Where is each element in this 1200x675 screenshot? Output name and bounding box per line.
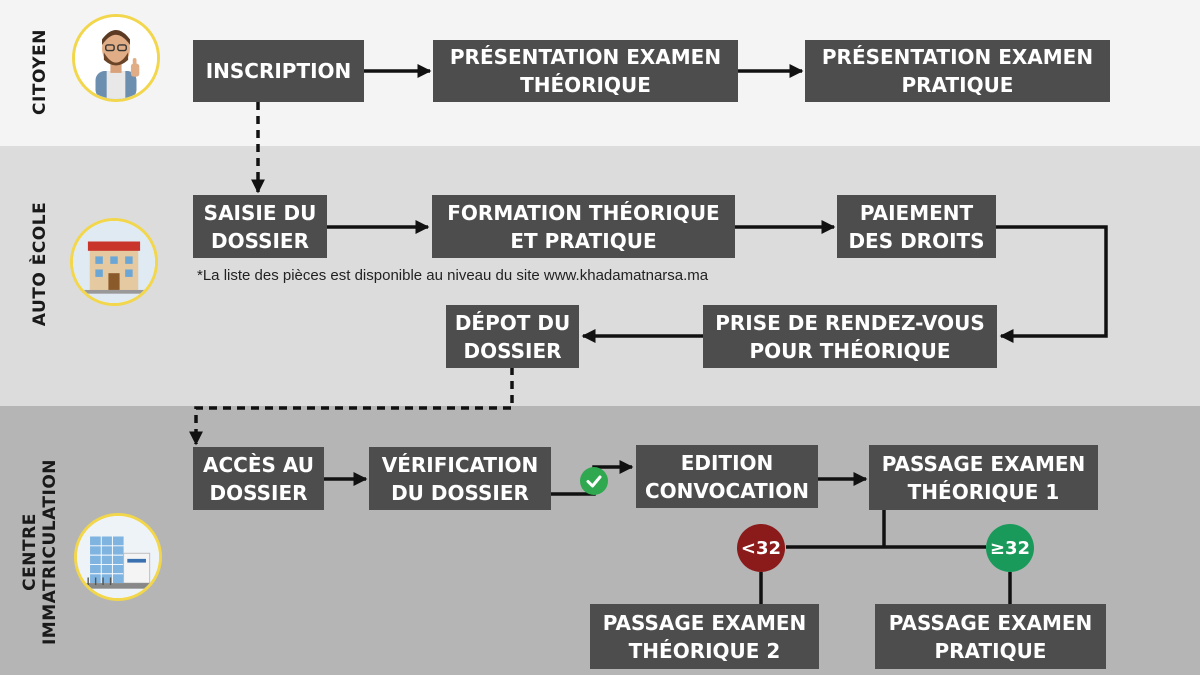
step-passage-theorique-2: PASSAGE EXAMEN THÉORIQUE 2 xyxy=(590,604,819,669)
step-acces-dossier: ACCÈS AU DOSSIER xyxy=(193,447,324,510)
step-paiement: PAIEMENT DES DROITS xyxy=(837,195,996,258)
step-passage-pratique: PASSAGE EXAMEN PRATIQUE xyxy=(875,604,1106,669)
step-presentation-theorique: PRÉSENTATION EXAMEN THÉORIQUE xyxy=(433,40,738,102)
pieces-note: *La liste des pièces est disponible au n… xyxy=(197,267,709,284)
step-rendez-vous: PRISE DE RENDEZ-VOUS POUR THÉORIQUE xyxy=(703,305,997,368)
lane-label-centre: CENTRE IMMATRICULATION xyxy=(20,458,60,646)
office-building-icon xyxy=(74,513,162,601)
lane-label-citoyen: CITOYEN xyxy=(30,29,50,115)
badge-greater-equal-32: ≥32 xyxy=(986,524,1034,572)
step-verification: VÉRIFICATION DU DOSSIER xyxy=(369,447,551,510)
step-presentation-pratique: PRÉSENTATION EXAMEN PRATIQUE xyxy=(805,40,1110,102)
check-circle-icon xyxy=(580,467,608,495)
step-saisie-dossier: SAISIE DU DOSSIER xyxy=(193,195,327,258)
badge-less-than-32: <32 xyxy=(737,524,785,572)
step-inscription: INSCRIPTION xyxy=(193,40,364,102)
school-building-icon xyxy=(70,218,158,306)
step-passage-theorique-1: PASSAGE EXAMEN THÉORIQUE 1 xyxy=(869,445,1098,510)
step-depot-dossier: DÉPOT DU DOSSIER xyxy=(446,305,579,368)
step-formation: FORMATION THÉORIQUE ET PRATIQUE xyxy=(432,195,735,258)
man-thumbs-up-icon xyxy=(72,14,160,102)
lane-label-auto-ecole: AUTO ÈCOLE xyxy=(30,201,50,327)
step-edition: EDITION CONVOCATION xyxy=(636,445,818,508)
